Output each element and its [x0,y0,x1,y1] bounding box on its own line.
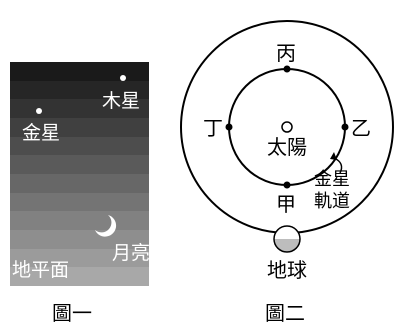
orbit-label-line1: 金星 [314,169,350,190]
position-bing-dot [283,65,291,73]
label-jia: 甲 [276,192,296,216]
sky-band [10,248,149,268]
sky-band [10,230,149,249]
crescent-moon-icon [95,215,117,237]
sky-band [10,211,149,231]
sky-band [10,99,149,119]
label-sun: 太陽 [267,135,307,159]
orbit-pointer-arrowhead [330,152,337,160]
figure1-caption: 圖一 [52,301,92,325]
orbit-diagram: 丙 丁 乙 太陽 甲 金星 軌道 地球 [170,0,398,290]
sky-view-panel: 木星 金星 月亮 地平面 [10,62,149,286]
label-yi: 乙 [351,116,371,140]
sky-band [10,62,149,81]
jupiter-label: 木星 [102,90,141,112]
horizon-label: 地平面 [12,259,70,281]
sky-band [10,174,149,193]
label-earth: 地球 [267,258,307,282]
earth-shaded-half [274,239,300,252]
sky-band [10,118,149,137]
figure2-caption: 圖二 [265,301,305,325]
position-yi-dot [341,123,349,131]
label-bing: 丙 [276,41,296,65]
earth-outline [273,225,301,253]
position-jia-dot [283,181,291,189]
label-ding: 丁 [203,116,223,140]
jupiter-dot [120,75,126,81]
venus-dot [36,108,42,114]
orbit-label-line2: 軌道 [314,191,350,212]
sun-marker [281,121,293,133]
sky-band [10,80,149,100]
sky-band [10,155,149,175]
orbit-diagram-svg: 丙 丁 乙 太陽 甲 金星 軌道 地球 [180,20,394,282]
moon-label: 月亮 [112,242,149,264]
venus-label: 金星 [22,122,61,144]
position-ding-dot [225,123,233,131]
sky-band [10,136,149,156]
sky-band [10,267,149,286]
sky-band [10,192,149,212]
